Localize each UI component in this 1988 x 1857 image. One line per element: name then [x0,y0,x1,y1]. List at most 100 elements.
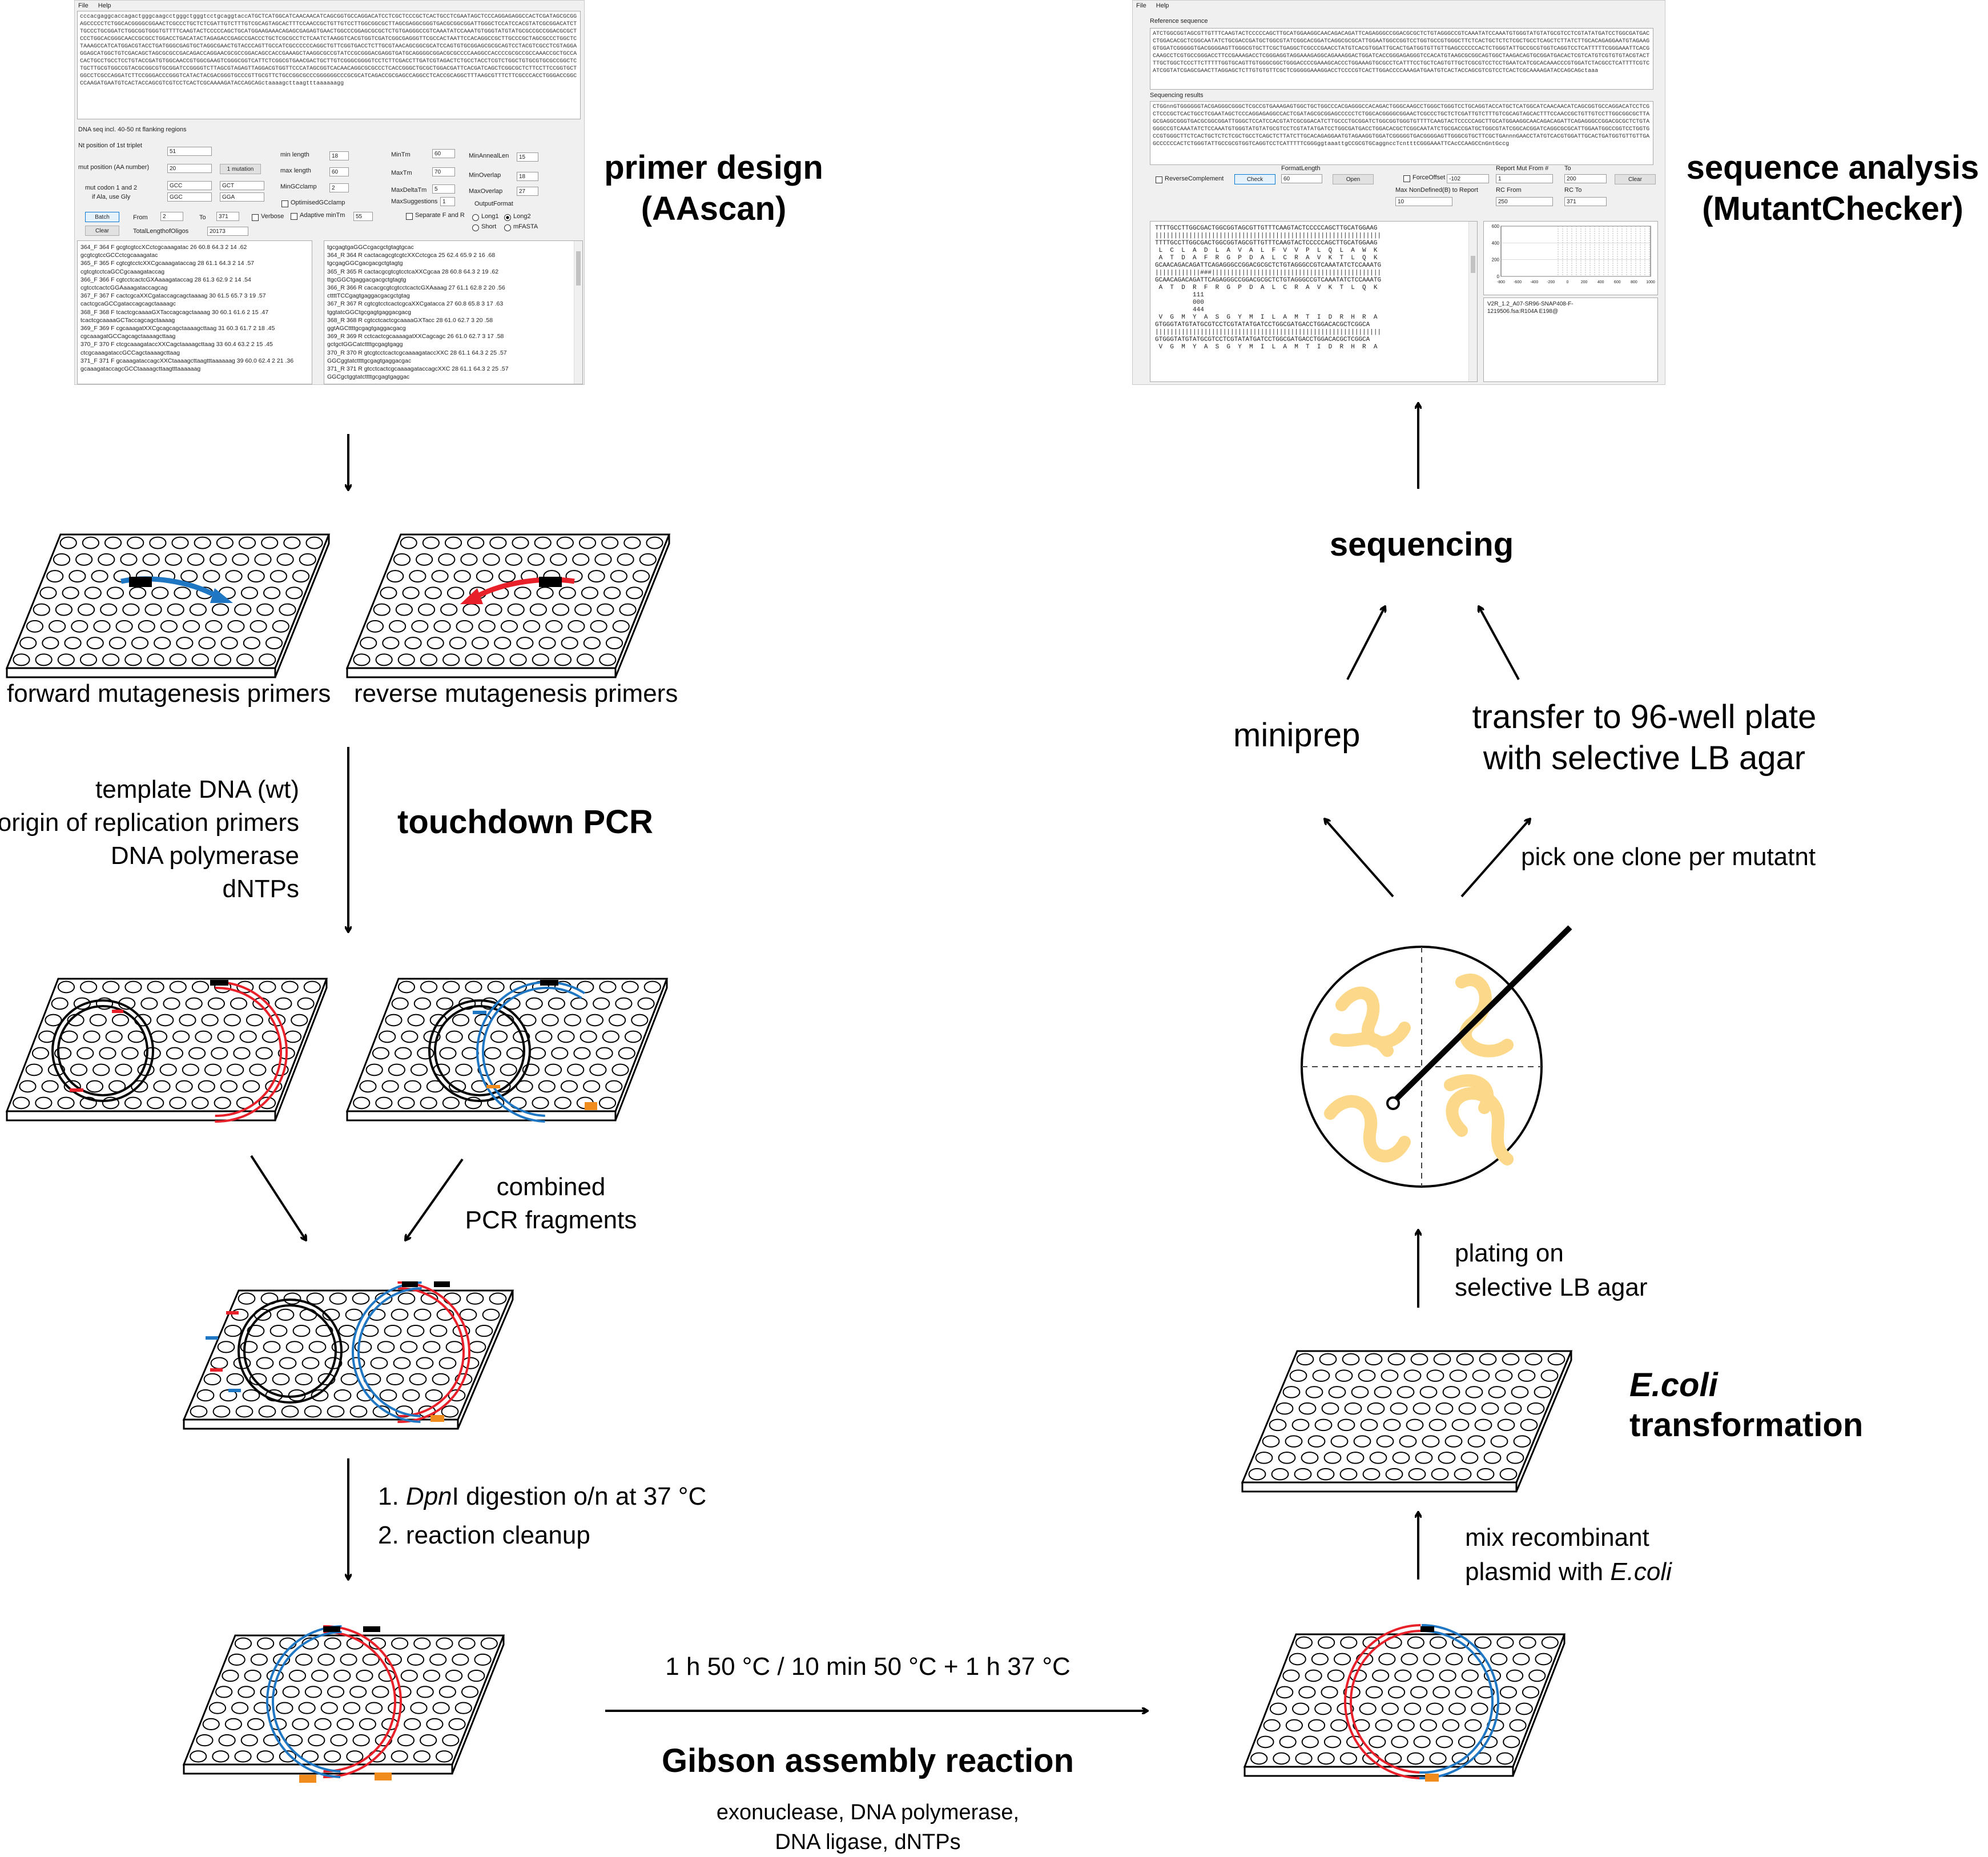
mc-menu-help[interactable]: Help [1156,2,1169,9]
long2-radio[interactable] [504,214,511,221]
plate-well [1369,1452,1387,1464]
plate-well [599,980,617,994]
codon1b-field[interactable]: GGC [167,192,212,202]
to-label: To [199,214,206,221]
minanneal-field[interactable]: 15 [517,152,538,162]
verbose-checkbox[interactable] [252,214,259,221]
adaptive-field[interactable]: 55 [353,212,373,221]
menu-help[interactable]: Help [98,2,111,9]
codon1a-field[interactable]: GCC [167,181,212,190]
plate-well [388,1702,405,1714]
plate-well [1547,1353,1566,1366]
sequencing-input[interactable]: CTGGnnGTGGGGGGTACGAGGGCGGGCTCGCCGTGAAAGA… [1150,101,1653,165]
plate-well [449,1080,466,1093]
plate-well [413,1750,430,1763]
list-item: cgtcgtcctcaGCCgcaaagataccag [81,268,165,275]
short-radio[interactable] [472,224,479,231]
total-field[interactable]: 20173 [207,227,248,236]
plate-well [1269,1418,1287,1432]
maxsugg-field[interactable]: 1 [440,197,455,206]
plate-well [89,1014,107,1027]
plate-well [317,1653,335,1666]
plate-well [1305,1386,1323,1398]
plate-well [249,1063,267,1076]
menu-file[interactable]: File [78,2,88,9]
maxnondef-field[interactable]: 10 [1395,197,1452,206]
alignment-output[interactable]: TTTTGCCTTGGCGACTGGCGGTAGCGTTGTTTCAAGTACT… [1150,221,1478,382]
report-mut-field[interactable]: 1 [1496,174,1553,183]
plate-well [386,1373,404,1385]
forceoffset-checkbox[interactable] [1403,175,1410,182]
sequence-input[interactable]: cccacgaggcaccagactgggcaagcctgggctgggtcct… [77,11,581,119]
plate-well [1406,1418,1424,1432]
formatlength-field[interactable]: 60 [1281,174,1322,183]
optgc-checkbox[interactable] [281,200,288,207]
batch-button[interactable]: Batch [85,212,119,222]
max-length-field[interactable]: 60 [329,167,349,176]
mintm-field[interactable]: 60 [432,149,455,158]
combined-fragment-blue [351,1281,422,1423]
plate-well [234,603,252,616]
plate-well [333,1389,352,1402]
plate-well [1369,1735,1386,1749]
mingc-field[interactable]: 2 [329,183,349,192]
plate-well [490,1030,508,1043]
forward-primer-list[interactable]: 364_F 364 F gcgtcgtccXCctcgcaaagatac 26 … [77,240,312,384]
to-field[interactable]: 371 [216,212,239,221]
plate-well [1448,1702,1466,1715]
sequence-analysis-title: sequence analysis [1686,149,1979,186]
nt-position-field[interactable]: 51 [167,147,212,156]
from-field[interactable]: 2 [160,212,183,221]
rcto-field[interactable]: 371 [1564,197,1607,206]
mut-position-field[interactable]: 20 [167,164,212,173]
adaptive-checkbox[interactable] [291,213,297,220]
plate-well [194,536,211,549]
maxdelta-field[interactable]: 5 [432,184,455,194]
plate-well [574,603,592,616]
maxoverlap-field[interactable]: 27 [517,187,538,196]
mutation-result[interactable]: V2R_1.2_A07-SR96-SNAP408-F-1219506.fsa:R… [1483,298,1658,382]
plate-well [416,1357,434,1369]
open-button[interactable]: Open [1333,174,1374,184]
plate-front [346,1110,617,1122]
plate-well [1474,1636,1492,1649]
plate-well [230,997,248,1010]
list-item: GGCggtatcttttgcgagtgaggacgac [327,357,412,364]
plate-well [1387,1353,1406,1366]
mfasta-radio[interactable] [504,224,511,231]
to-field-mc[interactable]: 200 [1564,174,1607,183]
list-item: cgtcctcactcGGAaaagataccagcag [81,284,168,292]
plate-well [1472,1369,1490,1382]
template-plasmid [51,999,154,1102]
forceoffset-field[interactable]: -102 [1447,174,1489,183]
one-mutation-button[interactable]: 1 mutation [220,164,261,174]
clear-button[interactable]: Clear [85,226,119,236]
minoverlap-field[interactable]: 18 [517,172,538,181]
plate-well [615,997,633,1010]
min-length-field[interactable]: 18 [329,151,349,160]
clear-button-mc[interactable]: Clear [1615,174,1656,184]
long1-radio[interactable] [472,214,479,221]
plate-well [1456,1353,1474,1366]
separate-checkbox[interactable] [406,213,413,220]
plate-well [1506,1452,1524,1464]
codon2a-field[interactable]: GCT [220,181,264,190]
codon2b-field[interactable]: GGA [220,192,264,202]
list-item: TTTTGCCTTGGCGACTGGCGGTAGCGTTGTTTCAAGTACT… [1155,225,1378,232]
plate-well [301,1357,320,1369]
plate-well [1273,1752,1290,1765]
maxtm-field[interactable]: 70 [432,167,455,176]
plate-well [272,1373,290,1385]
reverse-checkbox[interactable] [1156,176,1162,183]
check-button[interactable]: Check [1234,174,1275,184]
plate-well [269,570,287,583]
mc-menu-file[interactable]: File [1136,2,1146,9]
alignment-scrollbar[interactable] [1468,222,1477,381]
rcfrom-field[interactable]: 250 [1496,197,1553,206]
plate-well [352,1734,370,1747]
reference-input[interactable]: ATCTGGCGGTAGCGTTGTTTCAAGTACTCCCCCAGCTTGC… [1150,28,1653,90]
primer-mark [210,1368,223,1372]
reverse-list-scrollbar[interactable] [574,241,582,384]
